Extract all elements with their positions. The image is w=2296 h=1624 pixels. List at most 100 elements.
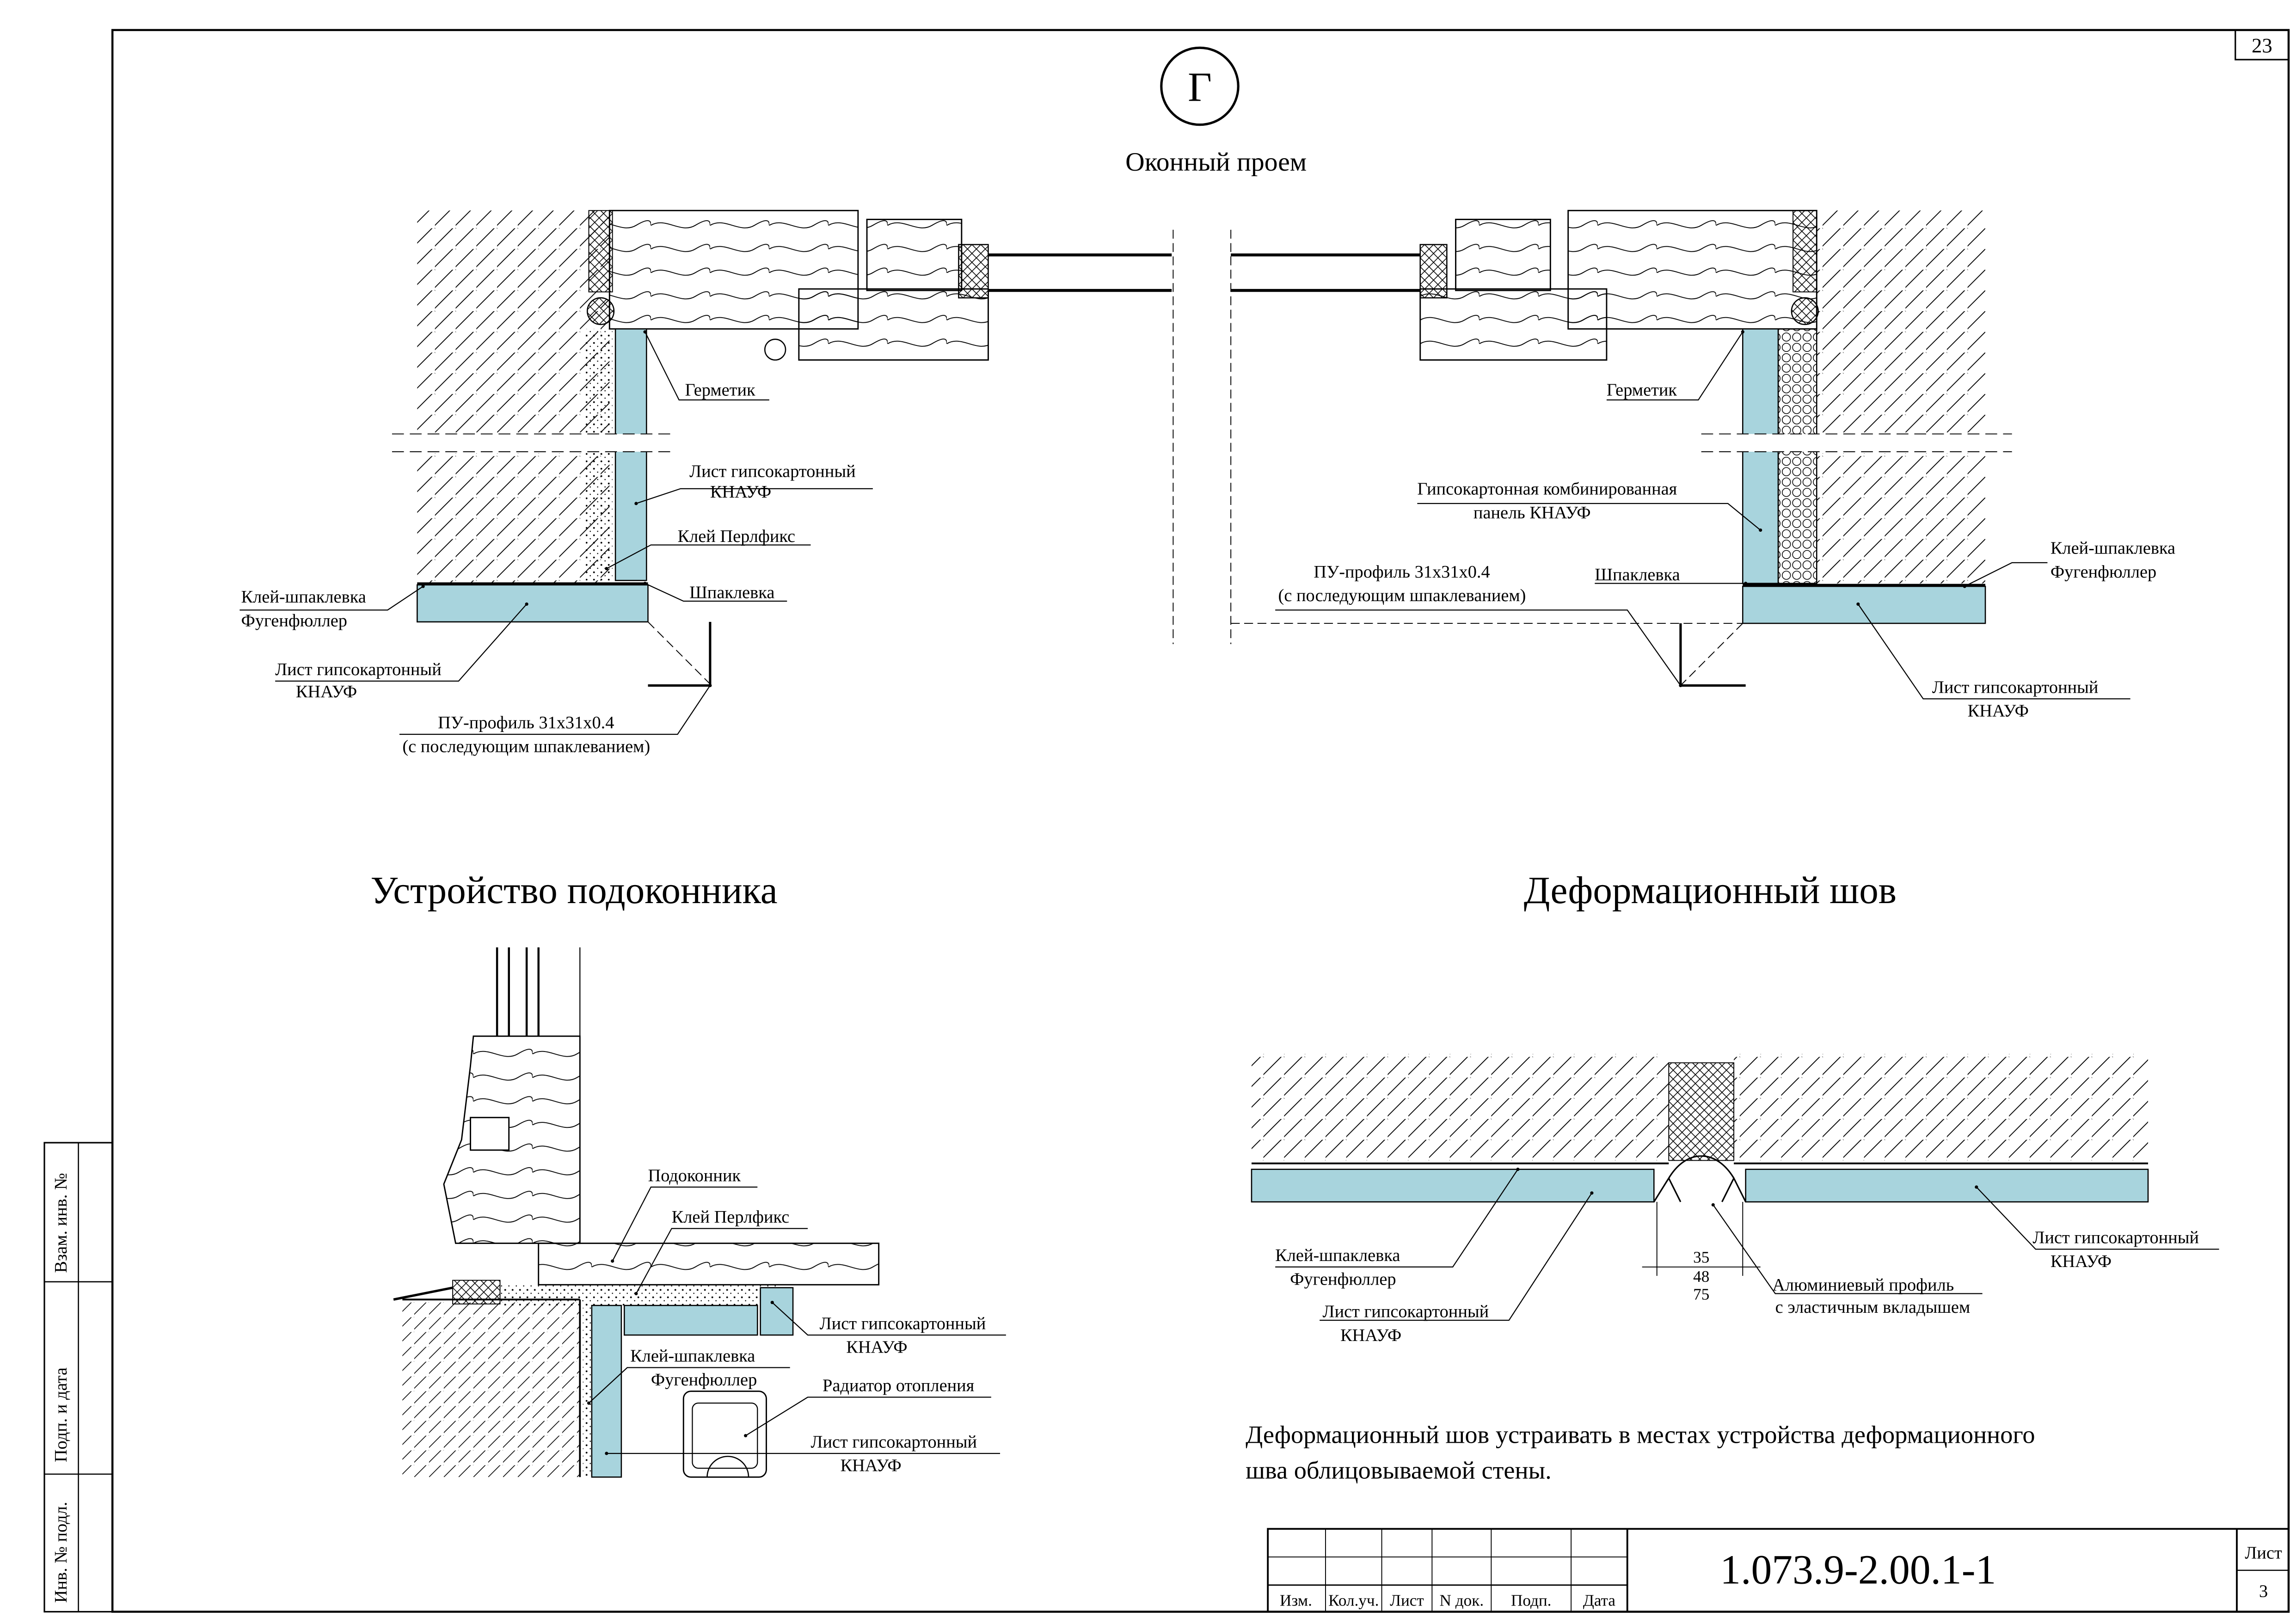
document-designation: 1.073.9-2.00.1-1 [1720, 1547, 1996, 1593]
window-sill-board [538, 1243, 880, 1286]
label-sill-board: Подоконник [648, 1166, 741, 1185]
window-right-detail: Герметик Гипсокартонная комбинированная … [1230, 209, 2175, 721]
label-sill-perlfix: Клей Перлфикс [672, 1207, 790, 1227]
label-joint-fugen-a: Клей-шпаклевка [1275, 1246, 1400, 1265]
label-gkl-left-b: КНАУФ [710, 482, 771, 502]
label-sill-gkl2-a: Лист гипсокартонный [810, 1432, 977, 1452]
header-sign: Подп. [1511, 1592, 1552, 1610]
wall-adhesive [583, 1305, 592, 1477]
label-sill-gkl-b: КНАУФ [846, 1338, 907, 1357]
combined-panel-core [1777, 328, 1817, 584]
combined-panel-board [1742, 328, 1779, 584]
label-putty-left: Шпаклевка [689, 583, 774, 603]
label-sealant-right: Герметик [1607, 380, 1677, 400]
label-joint-fugen-b: Фугенфюллер [1290, 1269, 1396, 1289]
sheet-frame: 23 [111, 29, 2290, 1613]
side-stamp: Взам. инв. № Подп. и дата Инв. № подл. [43, 1142, 113, 1613]
stamp-replacement: Взам. инв. № [51, 1173, 71, 1273]
joint-filler [1668, 1062, 1735, 1161]
view-marker-circle [1160, 46, 1240, 126]
joint-note-line-1: Деформационный шов устраивать в местах у… [1246, 1421, 2035, 1449]
label-profile-right-a: ПУ-профиль 31х31х0.4 [1314, 562, 1490, 582]
label-perlfix-left: Клей Перлфикс [677, 527, 795, 546]
window-left-detail: Герметик Лист гипсокартонный КНАУФ Клей … [239, 209, 1174, 756]
sill-support-board [624, 1304, 758, 1336]
reveal-board [614, 328, 647, 581]
window-box-right [1567, 209, 1817, 330]
sill-frame [443, 1035, 581, 1244]
label-profile-left-a: ПУ-профиль 31х31х0.4 [438, 713, 614, 732]
label-gkl2-left-b: КНАУФ [296, 682, 357, 701]
face-board [417, 584, 649, 623]
wall-left-part [1251, 1054, 1669, 1161]
dimension-35: 35 [1693, 1248, 1709, 1266]
label-gkl-right-b: КНАУФ [1968, 701, 2029, 721]
joint-board-left [1251, 1169, 1655, 1203]
label-radiator: Радиатор отопления [823, 1376, 974, 1396]
label-joint-gkl-right-a: Лист гипсокартонный [2032, 1228, 2199, 1248]
label-gkl-left-a: Лист гипсокартонный [689, 461, 856, 481]
drip-profile [470, 1117, 510, 1151]
stamp-inventory: Инв. № подл. [51, 1502, 71, 1603]
header-rev: Изм. [1280, 1592, 1312, 1610]
stamp-signature: Подп. и дата [51, 1367, 71, 1462]
header-sheet: Лист [1390, 1592, 1424, 1610]
label-sill-gkl-a: Лист гипсокартонный [820, 1314, 986, 1333]
wall-right-part [1734, 1054, 2149, 1161]
header-date: Дата [1583, 1592, 1616, 1610]
label-fugen-right-a: Клей-шпаклевка [2050, 539, 2175, 558]
label-panel-right-b: панель КНАУФ [1473, 503, 1591, 523]
dimension-75: 75 [1693, 1285, 1709, 1303]
label-profile-left-b: (с последующим шпаклеванием) [402, 737, 650, 756]
seal-cord [587, 297, 615, 325]
joint-board-right [1745, 1169, 2149, 1203]
label-gkl-right-a: Лист гипсокартонный [1932, 677, 2099, 697]
title-block: Изм. Кол.уч. Лист N док. Подп. Дата 1.07… [1267, 1528, 2290, 1613]
label-putty-right: Шпаклевка [1595, 565, 1680, 584]
label-joint-profile-b: с эластичным вкладышем [1775, 1298, 1971, 1317]
view-header: Г Оконный проем [1125, 46, 1307, 177]
adhesive-layer [586, 329, 613, 581]
label-sill-fugen-b: Фугенфюллер [651, 1370, 757, 1390]
label-fugen-left-a: Клей-шпаклевка [241, 587, 366, 607]
insulation-strip-right [1793, 210, 1817, 293]
label-panel-right-a: Гипсокартонная комбинированная [1417, 480, 1677, 499]
label-sealant-left: Герметик [685, 380, 755, 400]
glazing-bead-right [1419, 244, 1448, 299]
label-gkl2-left-a: Лист гипсокартонный [275, 660, 442, 679]
wall-board [591, 1304, 622, 1478]
label-joint-profile-a: Алюминиевый профиль [1772, 1275, 1954, 1295]
header-count: Кол.уч. [1328, 1592, 1379, 1610]
sheet-number: 23 [2252, 34, 2272, 57]
sheet-value: 3 [2259, 1581, 2268, 1601]
masonry-lower [417, 453, 610, 584]
aluminium-profile [1653, 1155, 1747, 1202]
sill-end-board [760, 1287, 794, 1336]
label-fugen-right-b: Фугенфюллер [2050, 562, 2156, 582]
radiator-body [682, 1390, 767, 1478]
glazing-bead [958, 244, 989, 299]
window-title: Оконный проем [1125, 148, 1307, 177]
seal-cord-right [1791, 297, 1819, 325]
face-board-right [1742, 585, 1986, 624]
dimension-48: 48 [1693, 1267, 1709, 1286]
joint-note-line-2: шва облицовываемой стены. [1246, 1456, 1552, 1484]
label-joint-gkl-a: Лист гипсокартонный [1323, 1302, 1489, 1322]
masonry-upper-right [1817, 210, 1986, 433]
wall-masonry [402, 1299, 580, 1477]
label-profile-right-b: (с последующим шпаклеванием) [1278, 586, 1526, 605]
joint-detail: Клей-шпаклевка Фугенфюллер Лист гипсокар… [1246, 1054, 2219, 1484]
header-doc: N док. [1440, 1592, 1484, 1610]
sill-title: Устройство подоконника [370, 869, 777, 911]
masonry-upper [417, 210, 610, 433]
sash-right [1455, 219, 1551, 291]
sash [866, 219, 963, 291]
label-sill-fugen-a: Клей-шпаклевка [630, 1347, 755, 1366]
sheet-label: Лист [2245, 1543, 2282, 1562]
label-fugen-left-b: Фугенфюллер [241, 611, 347, 630]
insulation-strip [588, 210, 613, 293]
frame-profile [798, 288, 989, 361]
label-joint-gkl-b: КНАУФ [1340, 1326, 1401, 1345]
joint-title: Деформационный шов [1524, 869, 1897, 911]
